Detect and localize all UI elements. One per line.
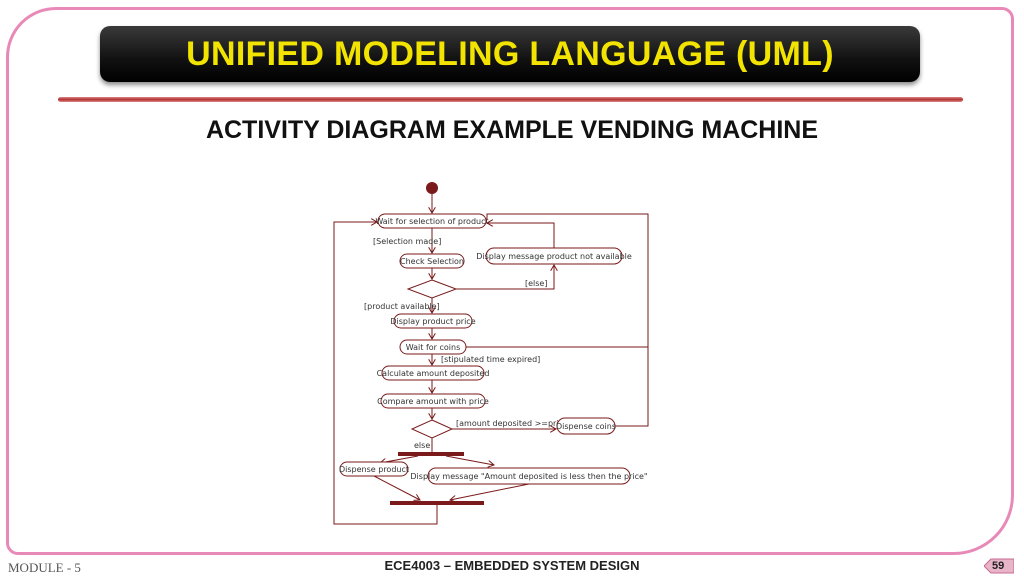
decision-amount bbox=[410, 419, 454, 439]
decision-availability bbox=[406, 279, 458, 299]
slide-subtitle: ACTIVITY DIAGRAM EXAMPLE VENDING MACHINE bbox=[205, 116, 819, 144]
node-calculate-amount bbox=[381, 365, 485, 381]
guard-amount-ge-price: [amount deposited >=price] bbox=[456, 419, 571, 428]
guard-product-available: [product available] bbox=[364, 302, 440, 311]
footer-course: ECE4003 – EMBEDDED SYSTEM DESIGN bbox=[384, 558, 640, 573]
node-dispense-product-label: Dispense product bbox=[339, 465, 409, 474]
node-display-price bbox=[393, 313, 473, 329]
node-display-price-label: Display product price bbox=[390, 317, 475, 326]
join-bar bbox=[390, 501, 484, 505]
guard-selection-made: [Selection made] bbox=[373, 237, 441, 246]
start-node bbox=[426, 182, 438, 194]
node-display-less-label: Display message "Amount deposited is les… bbox=[410, 472, 647, 481]
slide-title: UNIFIED MODELING LANGUAGE (UML) bbox=[186, 34, 834, 73]
node-check-selection-label: Check Selection bbox=[400, 257, 464, 266]
node-wait-selection-label: Wait for selection of product bbox=[375, 217, 488, 226]
page-number: 59 bbox=[992, 560, 1005, 572]
guard-else-2: else bbox=[414, 441, 430, 450]
node-dispense-coins-label: Dispense coins bbox=[556, 422, 616, 431]
node-display-not-available-label: Display message product not available bbox=[476, 252, 632, 261]
guard-time-expired: [stipulated time expired] bbox=[441, 355, 540, 364]
activity-diagram: Wait for selection of product [Selection… bbox=[333, 182, 649, 525]
node-wait-coins-label: Wait for coins bbox=[406, 343, 461, 352]
page-badge-icon bbox=[984, 558, 1014, 574]
fork-bar bbox=[398, 452, 464, 456]
node-compare-amount-label: Compare amount with price bbox=[377, 397, 489, 406]
title-bar: UNIFIED MODELING LANGUAGE (UML) bbox=[100, 26, 920, 82]
footer-module: MODULE - 5 bbox=[8, 560, 81, 575]
title-underline bbox=[58, 97, 963, 102]
node-compare-amount bbox=[380, 393, 486, 409]
guard-else-1: [else] bbox=[525, 279, 547, 288]
node-calculate-amount-label: Calculate amount deposited bbox=[377, 369, 490, 378]
